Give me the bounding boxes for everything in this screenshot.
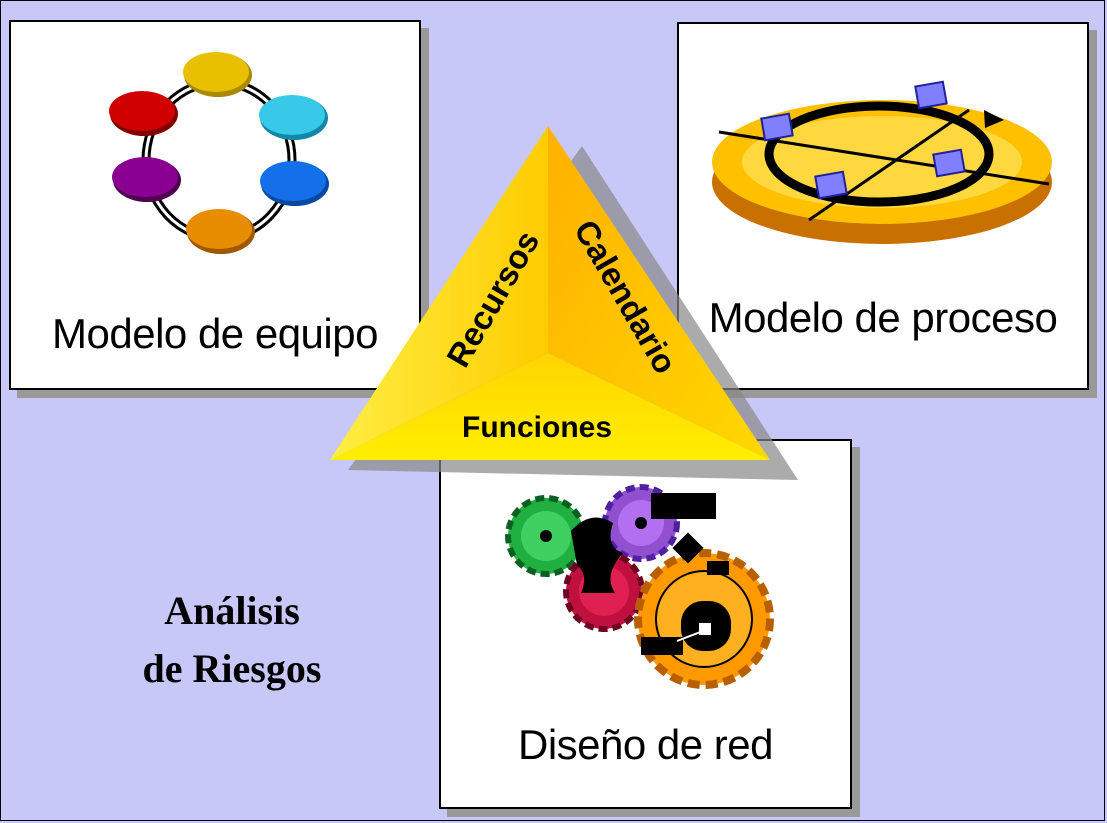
project-triangle — [330, 126, 798, 480]
process-model-label: Modelo de proceso — [708, 294, 1058, 341]
gears-icon — [505, 484, 774, 689]
risk-analysis-line1: Análisis — [164, 588, 300, 633]
risk-analysis-line2: de Riesgos — [142, 646, 322, 691]
triangle-label-features: Funciones — [462, 411, 613, 444]
team-model-panel: Modelo de equipo — [9, 20, 421, 390]
network-design-panel: Diseño de red — [439, 439, 852, 809]
process-cycle-icon — [712, 80, 1052, 244]
process-model-panel: Modelo de proceso — [677, 22, 1089, 390]
risk-analysis-title: Análisis de Riesgos — [92, 582, 372, 698]
team-model-label: Modelo de equipo — [52, 310, 378, 357]
team-ring-icon — [109, 52, 329, 254]
network-design-label: Diseño de red — [518, 721, 774, 768]
